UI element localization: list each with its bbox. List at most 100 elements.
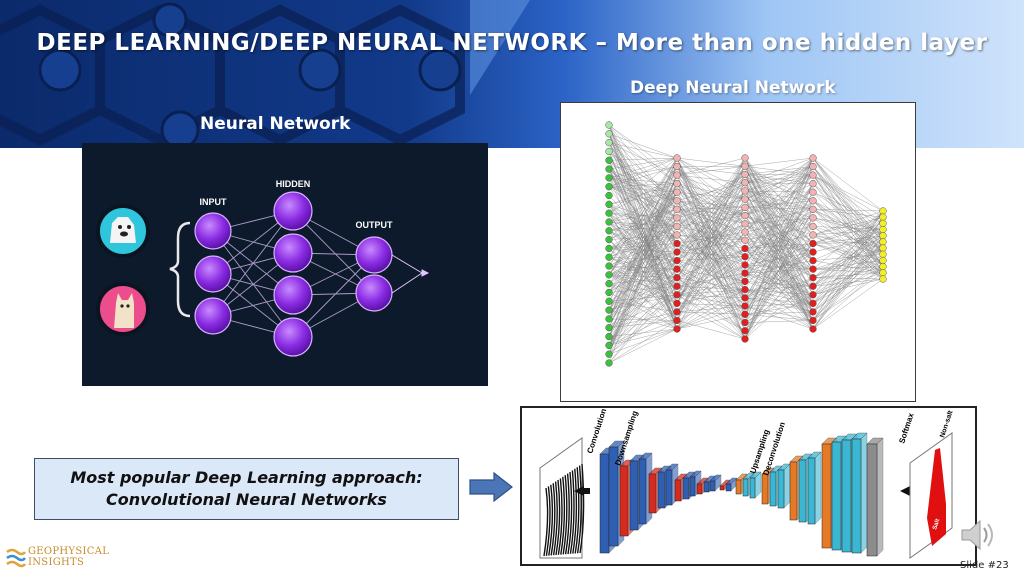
dnn-connection bbox=[744, 251, 814, 340]
dnn-node bbox=[809, 222, 817, 231]
dnn-connection bbox=[676, 217, 746, 241]
cnn-layer-up bbox=[761, 473, 769, 505]
dnn-connection bbox=[676, 240, 746, 253]
dnn-connection bbox=[744, 183, 814, 274]
dnn-connection bbox=[676, 166, 746, 233]
speaker-icon[interactable] bbox=[958, 516, 1000, 554]
callout-line-1: Most popular Deep Learning approach: bbox=[70, 468, 423, 487]
dnn-connection bbox=[676, 217, 746, 340]
dnn-node bbox=[879, 244, 887, 252]
cnn-layer-deconv bbox=[777, 469, 785, 509]
dnn-connection bbox=[608, 166, 678, 337]
dnn-connection bbox=[744, 286, 814, 290]
dnn-connection bbox=[744, 243, 814, 257]
dnn-connection bbox=[812, 217, 884, 321]
cnn-layer-up bbox=[821, 443, 832, 549]
output-layer-label: OUTPUT bbox=[356, 220, 394, 230]
dnn-connection bbox=[608, 124, 678, 184]
dnn-connection bbox=[744, 199, 814, 312]
dnn-node bbox=[673, 171, 681, 179]
dnn-connection bbox=[608, 251, 678, 293]
dnn-connection bbox=[676, 289, 746, 295]
cnn-layer-down bbox=[619, 465, 629, 537]
dnn-connection bbox=[676, 277, 746, 323]
cnn-layer-deconv bbox=[841, 439, 852, 553]
dnn-node bbox=[879, 262, 887, 271]
seismic-trace bbox=[545, 486, 551, 556]
logo-text-line-2: INSIGHTS bbox=[28, 557, 85, 568]
dnn-connection bbox=[608, 320, 678, 364]
dnn-connection bbox=[812, 210, 884, 270]
dnn-connection bbox=[676, 217, 746, 257]
dnn-connection bbox=[744, 166, 814, 323]
dnn-connection bbox=[744, 157, 814, 167]
dnn-connection bbox=[744, 217, 814, 340]
cnn-layer-conv bbox=[665, 469, 673, 506]
dnn-node bbox=[673, 248, 681, 256]
dnn-connection bbox=[676, 192, 746, 241]
dnn-connection bbox=[812, 247, 884, 295]
dnn-connection bbox=[744, 243, 814, 315]
cnn-layer-deconv bbox=[798, 459, 807, 523]
dnn-connection bbox=[744, 157, 814, 323]
input-arrow-icon bbox=[574, 486, 590, 496]
dnn-node bbox=[673, 214, 681, 222]
dnn-connection bbox=[608, 209, 678, 223]
dnn-connection bbox=[744, 209, 814, 224]
dnn-connection bbox=[744, 166, 814, 295]
dnn-connection bbox=[608, 166, 678, 319]
dnn-node bbox=[605, 165, 613, 173]
dnn-connection bbox=[744, 217, 814, 224]
dnn-connection bbox=[812, 200, 884, 236]
dnn-node bbox=[879, 269, 887, 277]
cnn-layer-conv bbox=[725, 483, 732, 492]
dnn-connection bbox=[812, 266, 884, 321]
dnn-node bbox=[605, 200, 613, 208]
dnn-connection bbox=[608, 157, 678, 170]
dnn-connection bbox=[608, 160, 678, 295]
dnn-connection bbox=[744, 182, 814, 244]
dnn-connection bbox=[608, 186, 678, 287]
deep-network-nodes bbox=[605, 121, 887, 367]
dnn-node bbox=[673, 291, 681, 299]
dnn-connection bbox=[812, 229, 884, 236]
dnn-connection bbox=[676, 256, 746, 261]
cnn-layer-side bbox=[814, 451, 822, 525]
dnn-connection bbox=[676, 174, 746, 257]
dnn-node bbox=[673, 154, 681, 162]
dnn-node bbox=[879, 232, 887, 240]
dnn-node bbox=[879, 250, 887, 258]
dnn-connection bbox=[812, 166, 884, 249]
dnn-connection bbox=[676, 157, 746, 200]
dnn-connection bbox=[676, 314, 746, 330]
cnn-layer-conv bbox=[689, 476, 696, 497]
dnn-connection bbox=[676, 269, 746, 315]
dnn-connection bbox=[676, 192, 746, 200]
dnn-connection bbox=[744, 215, 814, 321]
dnn-connection bbox=[676, 200, 746, 290]
cnn-layer-conv bbox=[638, 458, 647, 525]
dnn-connection bbox=[812, 217, 884, 313]
softmax-label: Softmax bbox=[897, 411, 915, 444]
dnn-connection bbox=[744, 174, 814, 270]
cnn-layer-conv bbox=[703, 481, 710, 493]
dnn-connection bbox=[608, 177, 678, 236]
cnn-architecture-diagram: Convolution Downsampling Upsampling Deco… bbox=[520, 406, 977, 566]
dnn-connection bbox=[676, 174, 746, 278]
dnn-connection bbox=[608, 274, 678, 304]
dnn-connection bbox=[744, 200, 814, 340]
dnn-connection bbox=[744, 248, 814, 304]
dnn-connection bbox=[812, 241, 884, 313]
dnn-connection bbox=[608, 320, 678, 328]
dnn-connection bbox=[676, 166, 746, 249]
dnn-connection bbox=[676, 217, 746, 290]
callout-line-2: Convolutional Neural Networks bbox=[106, 490, 387, 509]
dnn-connection bbox=[744, 251, 814, 282]
dnn-connection bbox=[812, 243, 884, 261]
dnn-connection bbox=[812, 229, 884, 261]
dnn-connection bbox=[676, 190, 746, 321]
dnn-connection bbox=[812, 200, 884, 249]
dnn-connection bbox=[744, 207, 814, 227]
seismic-trace bbox=[543, 487, 549, 557]
seismic-trace bbox=[552, 481, 558, 556]
